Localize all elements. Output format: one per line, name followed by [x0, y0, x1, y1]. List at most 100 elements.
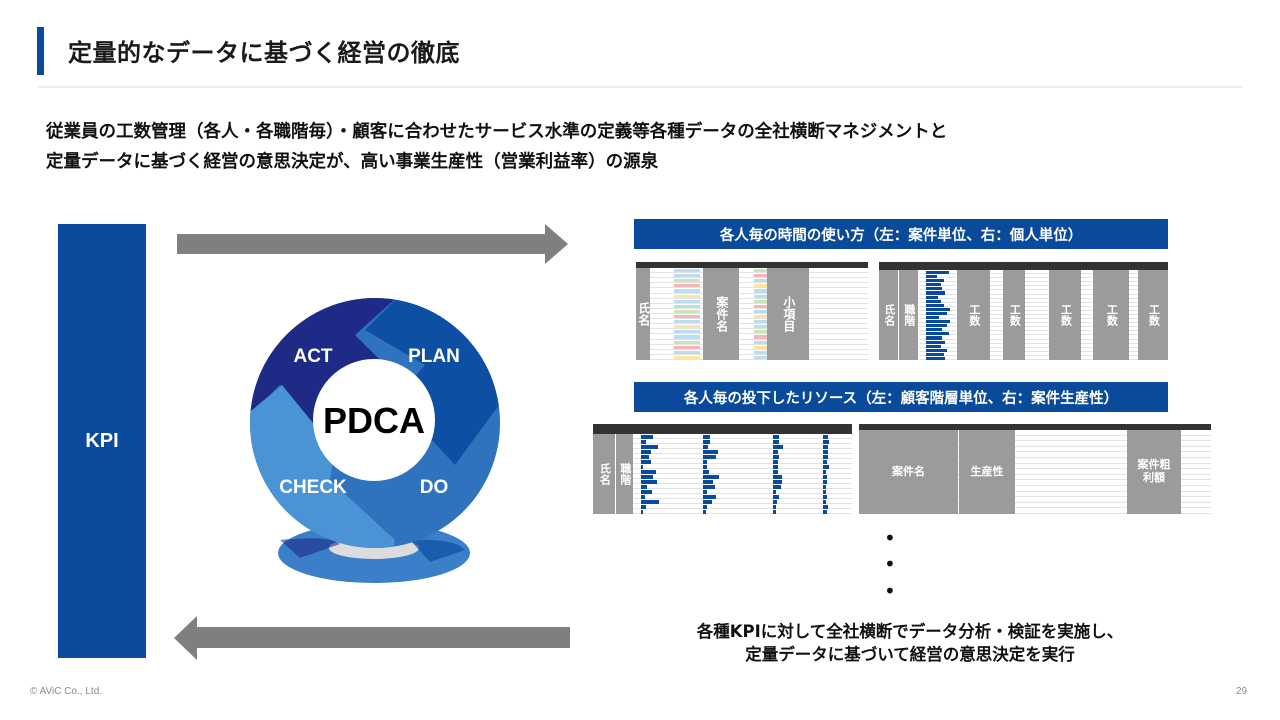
sheet-row	[919, 319, 1168, 324]
sheet-cell	[1019, 508, 1123, 514]
pdca-center-label: PDCA	[323, 400, 425, 441]
sheet-label-productivity: 生産性	[959, 430, 1015, 514]
sheet-row	[919, 340, 1168, 344]
sheet-bar	[641, 510, 644, 514]
sheet-bar	[926, 299, 941, 303]
sheet-bar	[823, 450, 828, 454]
conclusion-text: 各種KPIに対して全社横断でデータ分析・検証を実施し、 定量データに基づいて経営…	[610, 620, 1210, 666]
sheet-bar	[641, 445, 658, 449]
sheet-bar	[926, 348, 947, 352]
sheet-bar	[926, 340, 946, 344]
title-accent-bar	[37, 27, 44, 75]
sheet-row	[859, 497, 1211, 503]
panel1-heading: 各人毎の時間の使い方（左：案件単位、右：個人単位）	[634, 219, 1168, 249]
sheet-row	[919, 290, 1168, 295]
arrow-left-icon	[174, 616, 570, 660]
sheet-row	[919, 323, 1168, 328]
sheet-row	[919, 327, 1168, 332]
sheet-label-hours: 工数	[1093, 270, 1129, 360]
sheet-bar	[773, 505, 776, 509]
sheet-row	[919, 344, 1168, 348]
sheet-bar	[773, 445, 783, 449]
sheet-bar	[703, 485, 715, 489]
sheet-bar	[926, 324, 948, 328]
sheet-bar	[773, 465, 779, 469]
sheet-bar	[926, 311, 948, 315]
sheet-bar	[926, 295, 939, 299]
sheet-bar	[926, 287, 943, 291]
sheet-row	[859, 441, 1211, 447]
sheet-row	[919, 311, 1168, 315]
kpi-label: KPI	[85, 429, 119, 452]
sheet-row	[859, 508, 1211, 514]
sheet-bar	[926, 332, 949, 336]
sheet-row	[859, 503, 1211, 509]
sheet-row	[633, 449, 852, 454]
sheet-row	[633, 484, 852, 489]
sheet-row	[859, 492, 1211, 498]
sheet-row	[919, 274, 1168, 279]
sheet-bar	[641, 505, 647, 509]
sheet-label-project: 案件名	[859, 430, 958, 514]
sheet-bar	[641, 460, 651, 464]
sheet-row	[650, 355, 868, 360]
sheet-bar	[703, 455, 716, 459]
panel2-right-sheet: 案件名 生産性 案件粗利額	[859, 424, 1211, 514]
sheet-cell	[674, 355, 700, 359]
kpi-bar: KPI	[58, 224, 146, 658]
sheet-bar	[641, 465, 643, 469]
sheet-row	[859, 430, 1211, 436]
sheet-bar	[703, 490, 707, 494]
sheet-cell	[674, 345, 700, 349]
sheet-bar	[823, 480, 827, 484]
sheet-row	[633, 444, 852, 449]
sheet-bar	[773, 480, 783, 484]
sheet-label-hours: 工数	[1003, 270, 1025, 360]
sheet-cell	[674, 340, 700, 344]
sheet-bar	[641, 485, 647, 489]
pdca-act-label: ACT	[293, 346, 332, 367]
sheet-bar	[703, 440, 710, 444]
sheet-row	[919, 352, 1168, 356]
sheet-bar	[641, 500, 659, 504]
sheet-bar	[773, 435, 779, 439]
lead-text-line1: 従業員の工数管理（各人・各職階毎）・顧客に合わせたサービス水準の定義等各種データ…	[46, 122, 948, 142]
sheet-bar	[641, 490, 653, 494]
sheet-bar	[823, 445, 829, 449]
sheet-row	[859, 436, 1211, 442]
sheet-bar	[703, 450, 718, 454]
sheet-bar	[823, 475, 827, 479]
sheet-bar	[823, 485, 827, 489]
sheet-bar	[926, 279, 944, 283]
sheet-label-subitem: 小項目	[767, 268, 809, 360]
pdca-cycle-diagram: PDCA ACT PLAN CHECK DO	[250, 298, 500, 583]
sheet-label-hours: 工数	[957, 270, 990, 360]
sheet-label-project: 案件名	[703, 268, 739, 360]
sheet-bar	[641, 435, 654, 439]
sheet-bar	[926, 344, 941, 348]
sheet-bar	[773, 495, 780, 499]
sheet-bar	[703, 510, 707, 514]
sheet-bar	[926, 316, 939, 320]
sheet-bar	[926, 283, 942, 287]
sheet-bar	[926, 356, 946, 360]
sheet-row	[919, 315, 1168, 320]
sheet-row	[919, 282, 1168, 287]
lead-text-line2: 定量データに基づく経営の意思決定が、高い事業生産性（営業利益率）の源泉	[46, 152, 659, 172]
ellipsis-dot: •	[884, 552, 896, 576]
sheet-row	[919, 356, 1168, 360]
sheet-row	[633, 489, 852, 494]
sheet-row	[633, 504, 852, 509]
sheet-bar	[703, 475, 719, 479]
sheet-row	[633, 494, 852, 499]
sheet-label-name: 氏名	[593, 434, 615, 514]
sheet-bar	[773, 490, 776, 494]
sheet-bar	[773, 500, 777, 504]
sheet-bar	[823, 510, 828, 514]
sheet-row	[859, 452, 1211, 458]
page-number: 29	[1236, 686, 1248, 697]
sheet-row	[919, 286, 1168, 291]
sheet-bar	[703, 470, 709, 474]
sheet-bar	[641, 455, 649, 459]
sheet-bar	[926, 328, 943, 332]
